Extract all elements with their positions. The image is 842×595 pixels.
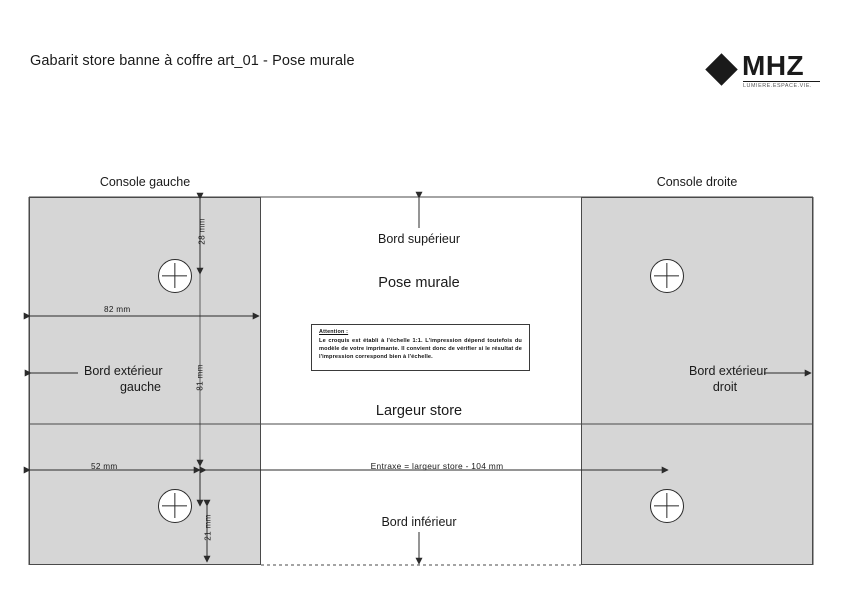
scale-warning-title: Attention : [319, 329, 349, 335]
label-outer-edge-right-line1: Bord extérieur [689, 364, 768, 378]
dimension-lower-hole-offset: 52 mm [91, 462, 118, 471]
page-title: Gabarit store banne à coffre art_01 - Po… [30, 53, 355, 69]
dimension-top-offset: 28 mm [197, 218, 207, 245]
console-plate-left [29, 197, 261, 565]
label-store-width: Largeur store [375, 403, 463, 419]
label-top-edge: Bord supérieur [378, 232, 460, 246]
dimension-plate-width: 82 mm [104, 305, 131, 314]
console-plate-right [581, 197, 813, 565]
brand-name: MHZ [742, 50, 805, 81]
scale-warning-body: Le croquis est établi à l'échelle 1:1. L… [319, 338, 522, 361]
brand-logo: MHZ LUMIERE.ESPACE.VIE. [705, 50, 820, 94]
screw-hole-right-bottom [650, 489, 684, 523]
label-mount-type: Pose murale [378, 275, 460, 291]
dimension-spacing-formula: Entraxe = largeur store - 104 mm [370, 461, 504, 471]
dimension-plate-height: 81 mm [195, 364, 205, 391]
label-outer-edge-left-line2: gauche [119, 380, 161, 394]
screw-hole-left-top [158, 259, 192, 293]
label-bottom-edge: Bord inférieur [381, 515, 457, 529]
label-outer-edge-right-line2: droit [712, 380, 738, 394]
label-console-left: Console gauche [99, 175, 191, 189]
logo-divider [743, 81, 820, 83]
screw-hole-right-top [650, 259, 684, 293]
dimension-bottom-offset: 21 mm [203, 514, 213, 541]
scale-warning-box: Attention : Le croquis est établi à l'éc… [311, 324, 530, 371]
brand-tagline: LUMIERE.ESPACE.VIE. [743, 83, 813, 89]
screw-hole-left-bottom [158, 489, 192, 523]
label-console-right: Console droite [656, 175, 738, 189]
label-outer-edge-left-line1: Bord extérieur [84, 364, 163, 378]
